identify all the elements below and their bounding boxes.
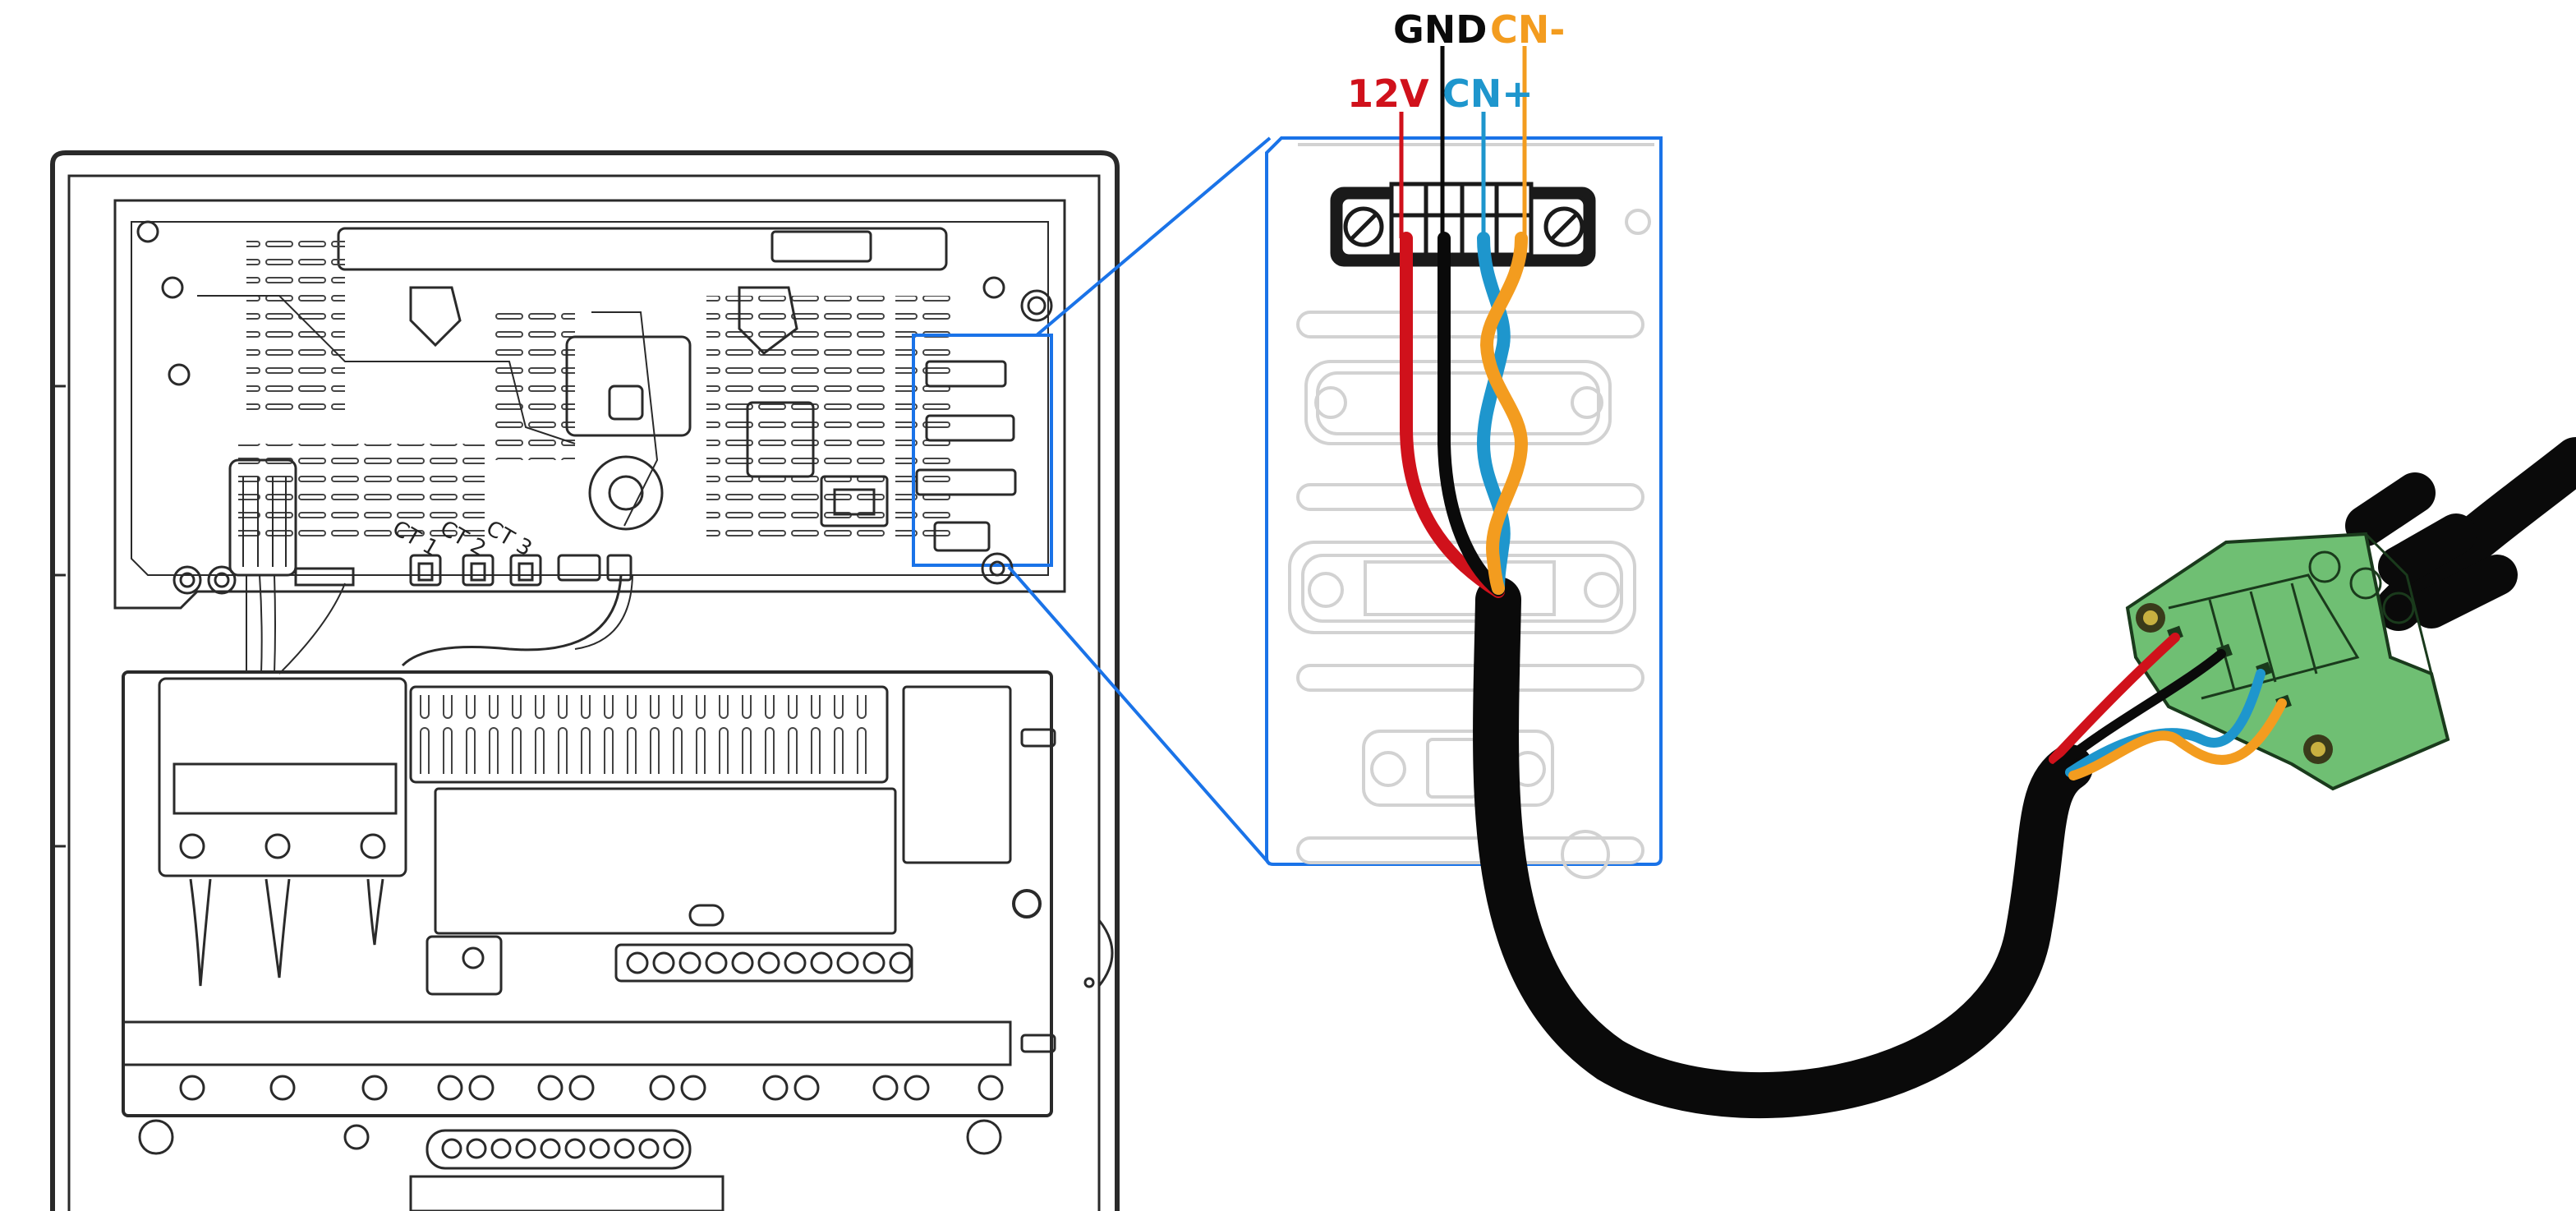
green-plug-connector [2125,472,2518,791]
wire-label-cn-minus: CN- [1490,7,1565,52]
terminal-holes [626,951,912,974]
inset-wires [1400,232,1529,598]
label-leads [1399,46,1527,238]
wire-label-gnd: GND [1393,7,1487,52]
zoom-inset [1265,136,1663,879]
zoom-callout-lines [1007,136,1272,866]
upper-board [113,199,1066,610]
wire-label-cn-plus: CN+ [1442,71,1534,116]
wire-label-12v: 12V [1347,71,1429,116]
plug-wires [2049,633,2287,780]
cable-tail [2376,437,2576,631]
rail-holes [179,1075,1004,1101]
terminal-block [1330,182,1596,267]
charger-unit [50,150,1120,1211]
lower-board [122,670,1053,1117]
main-cable [1473,577,2093,1118]
